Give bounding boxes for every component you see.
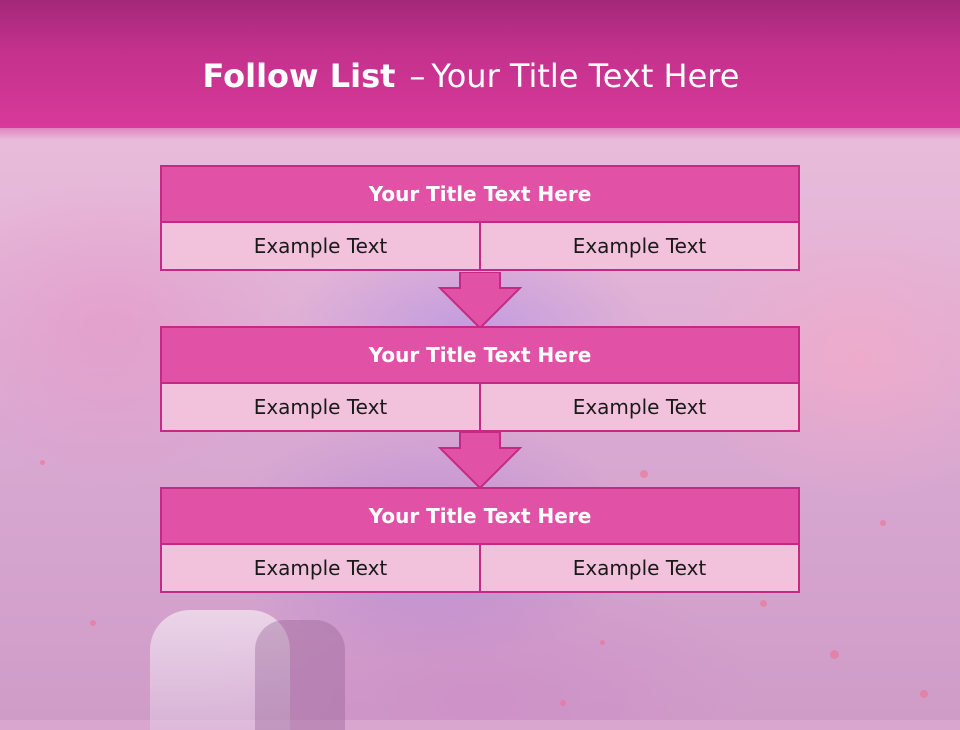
block-cell-right: Example Text [481, 384, 800, 432]
title-bar-solid [0, 0, 960, 128]
block-cell-right: Example Text [481, 545, 800, 593]
block-title: Your Title Text Here [160, 326, 800, 384]
block-cell-left: Example Text [160, 545, 481, 593]
block-row: Example Text Example Text [160, 384, 800, 434]
background-figure [150, 610, 290, 730]
block-row: Example Text Example Text [160, 545, 800, 595]
slide-title: Follow List–Your Title Text Here [0, 56, 942, 96]
slide-title-dash: – [409, 57, 426, 95]
block-title: Your Title Text Here [160, 165, 800, 223]
block-cell-right: Example Text [481, 223, 800, 271]
follow-block-3: Your Title Text Here Example Text Exampl… [160, 487, 800, 595]
background-figure-shadow [255, 620, 345, 730]
slide-title-rest: Your Title Text Here [431, 57, 740, 95]
block-row: Example Text Example Text [160, 223, 800, 273]
slide-title-bold: Follow List [202, 57, 396, 95]
down-arrow-icon [438, 432, 522, 490]
down-arrow-icon [438, 272, 522, 330]
block-cell-left: Example Text [160, 384, 481, 432]
block-cell-left: Example Text [160, 223, 481, 271]
follow-block-1: Your Title Text Here Example Text Exampl… [160, 165, 800, 273]
block-title: Your Title Text Here [160, 487, 800, 545]
follow-block-2: Your Title Text Here Example Text Exampl… [160, 326, 800, 434]
